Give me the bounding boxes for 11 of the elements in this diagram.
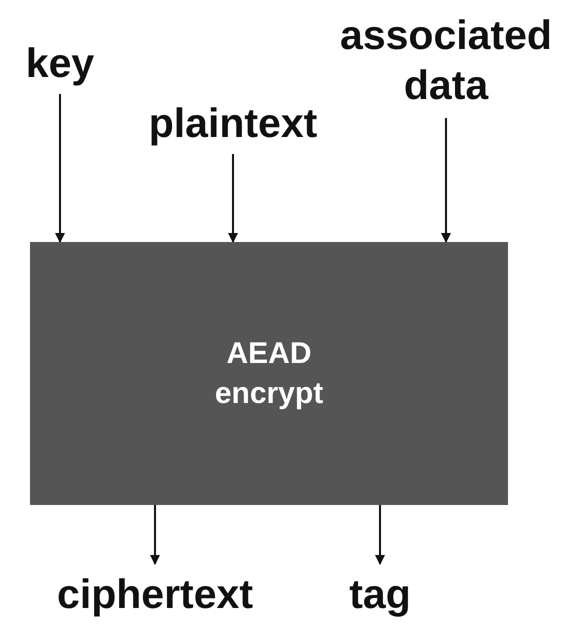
arrow <box>55 94 65 243</box>
arrow <box>150 505 160 565</box>
arrow <box>228 154 238 243</box>
input-label: plaintext <box>118 98 348 148</box>
arrow <box>441 118 451 243</box>
output-label: ciphertext <box>25 568 285 620</box>
input-label: key <box>10 38 110 88</box>
output-label: tag <box>320 568 440 620</box>
process-box <box>30 242 508 505</box>
arrow <box>375 505 385 565</box>
process-label: AEAD encrypt <box>214 336 324 412</box>
